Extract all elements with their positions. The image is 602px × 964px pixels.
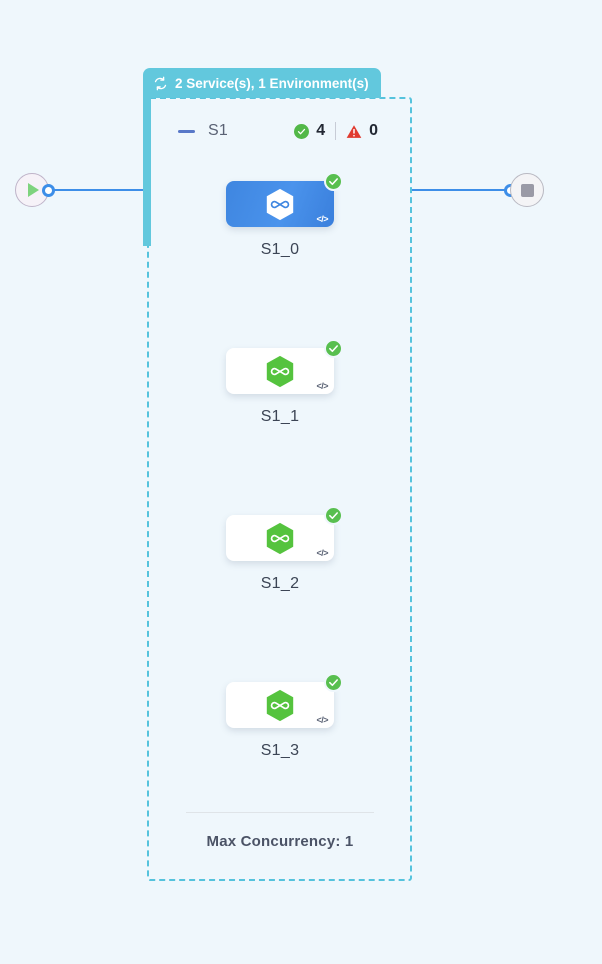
- warning-count: 0: [369, 122, 378, 139]
- counter-divider: [335, 122, 337, 140]
- node-label: S1_2: [260, 575, 300, 592]
- node-card[interactable]: </>: [226, 506, 343, 561]
- node-s1-2[interactable]: </> S1_2: [226, 506, 343, 593]
- node-label: S1_1: [260, 408, 300, 425]
- group-footer: Max Concurrency: 1: [186, 812, 374, 850]
- node-card[interactable]: </>: [226, 172, 343, 227]
- connector-line-end: [412, 189, 512, 191]
- code-icon[interactable]: </>: [316, 381, 328, 391]
- check-circle-icon: [294, 123, 310, 139]
- code-icon[interactable]: </>: [316, 715, 328, 725]
- end-node[interactable]: [510, 173, 544, 207]
- success-count: 4: [316, 122, 326, 139]
- service-counters: 4 0: [294, 122, 378, 140]
- code-icon[interactable]: </>: [316, 548, 328, 558]
- group-header-label: 2 Service(s), 1 Environment(s): [175, 75, 369, 91]
- group-header-badge[interactable]: 2 Service(s), 1 Environment(s): [143, 68, 381, 246]
- node-status-check-icon: [324, 339, 343, 358]
- max-concurrency-label: Max Concurrency: 1: [206, 833, 354, 850]
- minus-icon[interactable]: [178, 129, 195, 133]
- stop-icon: [520, 183, 534, 197]
- service-name: S1: [208, 122, 228, 139]
- code-icon[interactable]: </>: [316, 214, 328, 224]
- warning-triangle-icon: [346, 124, 362, 138]
- service-row[interactable]: S1 4 0: [178, 118, 378, 144]
- environment-group-container[interactable]: [147, 97, 412, 881]
- connector-line-start: [45, 189, 147, 191]
- node-status-check-icon: [324, 506, 343, 525]
- footer-divider: [186, 812, 374, 813]
- play-icon: [28, 183, 39, 197]
- node-status-check-icon: [324, 172, 343, 191]
- service-hexagon-icon: [266, 522, 294, 554]
- service-hexagon-icon: [266, 188, 294, 220]
- node-card[interactable]: </>: [226, 673, 343, 728]
- node-s1-3[interactable]: </> S1_3: [226, 673, 343, 760]
- node-label: S1_3: [260, 742, 300, 759]
- start-connector-handle[interactable]: [42, 184, 55, 197]
- node-label: S1_0: [260, 241, 300, 258]
- node-s1-0[interactable]: </> S1_0: [226, 172, 343, 259]
- node-s1-1[interactable]: </> S1_1: [226, 339, 343, 426]
- refresh-loop-icon: [154, 76, 167, 90]
- service-hexagon-icon: [266, 689, 294, 721]
- node-status-check-icon: [324, 673, 343, 692]
- node-card[interactable]: </>: [226, 339, 343, 394]
- service-hexagon-icon: [266, 355, 294, 387]
